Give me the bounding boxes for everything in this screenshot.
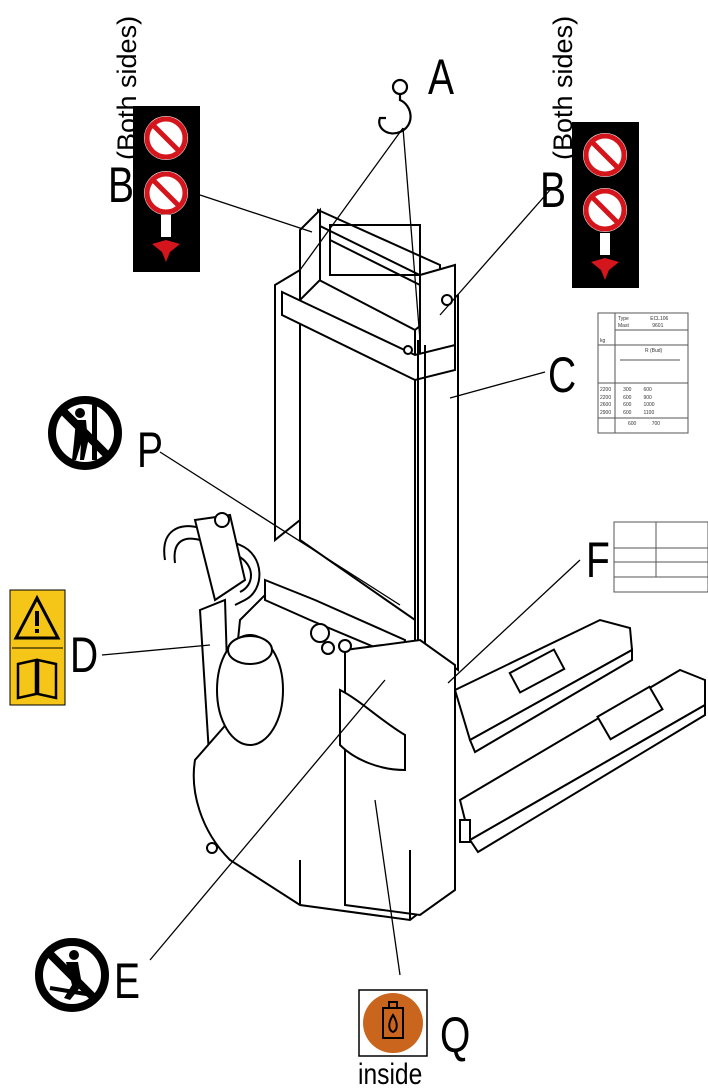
label-q: Q [440,1007,471,1063]
no-standing-under-icon [48,396,122,470]
plate-c-mast-label: Mast [618,323,629,329]
mast [274,207,459,672]
forks [453,618,706,854]
both-sides-note-right: (Both sides) [548,15,578,160]
plate-c-footer-a: 600 [628,421,637,427]
plate-c-col-header: kg [600,338,606,344]
both-sides-note-left: (Both sides) [112,15,142,160]
decal-b-left [133,106,200,272]
tiller [163,512,261,772]
label-a: A [428,49,455,105]
plate-c-sub-header: R (Bud) [645,348,663,354]
label-b-right: B [540,162,567,218]
label-b-left: B [108,157,135,213]
lifting-hook-icon [378,78,412,135]
label-f: F [586,532,610,588]
label-p: P [137,422,164,478]
oil-inside-icon [358,989,428,1057]
leader-lines [101,127,581,976]
label-c: C [548,347,577,403]
label-d: D [70,627,99,683]
plate-c-mast-value: 9601 [652,323,664,329]
decal-b-right [572,122,639,288]
inside-note: inside [358,1058,423,1091]
no-riding-icon [35,938,109,1012]
plate-c-type-value: ECL106 [650,316,669,322]
nameplate-f [613,521,708,593]
plate-c-footer-b: 700 [651,421,661,427]
label-e: E [114,953,141,1009]
plate-c-type-label: Type [618,316,629,322]
capacity-plate-c [597,312,689,434]
warning-manual-icon [9,589,66,706]
truck-body [192,578,471,922]
